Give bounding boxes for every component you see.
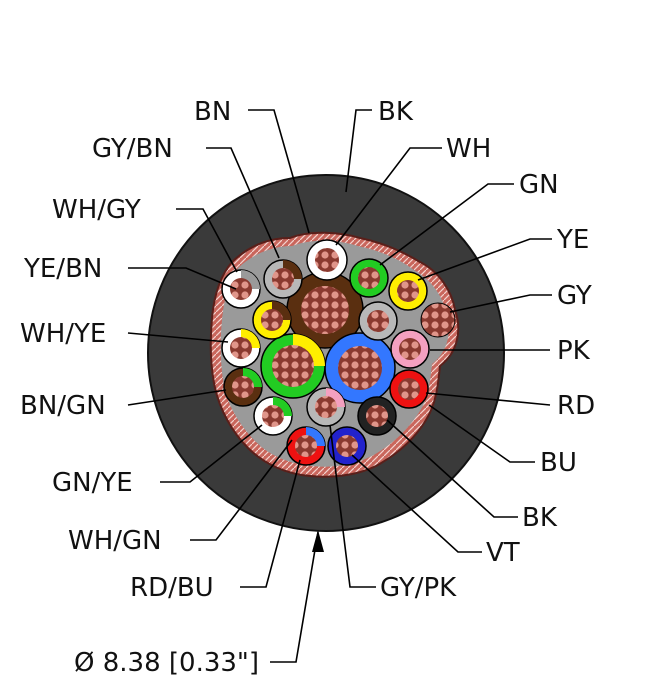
label-ye: YE [556,225,589,255]
label-bk-top: BK [378,97,414,127]
label-pk: PK [557,336,591,366]
label-gy-bn: GY/BN [92,134,173,164]
label-rd-bu: RD/BU [130,573,214,603]
label-bn-gn: BN/GN [20,391,106,421]
drain-wire-gy [420,302,456,338]
labels: BN BK WH GY/BN GN WH/GY YE YE/BN GY WH/Y… [20,97,595,678]
label-wh: WH [446,134,491,164]
label-vt: VT [486,538,520,568]
label-gy-pk: GY/PK [380,573,457,603]
label-ye-bn: YE/BN [23,254,102,284]
label-wh-gn: WH/GN [68,526,162,556]
label-wh-ye: WH/YE [20,319,106,349]
conductors [221,239,430,466]
label-gn-ye: GN/YE [52,468,133,498]
label-gy: GY [557,281,592,311]
label-rd: RD [557,391,595,421]
label-diameter: Ø 8.38 [0.33"] [74,648,259,678]
label-wh-gy: WH/GY [52,195,141,225]
label-bk-bottom: BK [522,503,558,533]
label-bn: BN [194,97,231,127]
label-gn: GN [519,170,559,200]
label-bu: BU [540,448,577,478]
leader-lines [127,109,552,663]
